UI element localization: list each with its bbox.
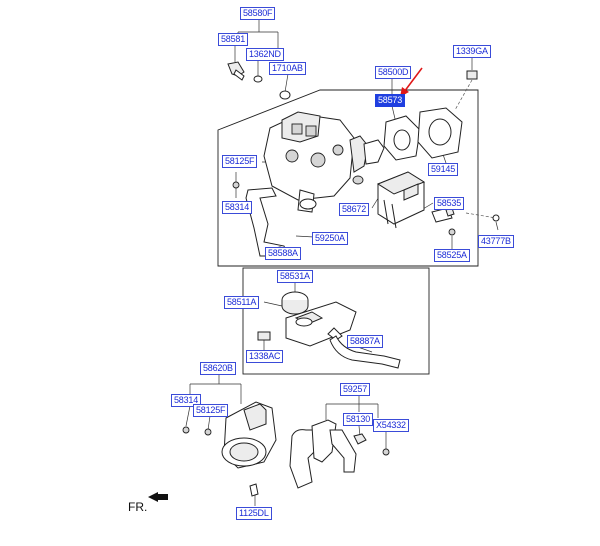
bolt-58581 xyxy=(227,61,245,81)
callout-58581[interactable]: 58581 xyxy=(218,33,249,46)
reservoir-cap-58531A xyxy=(281,291,309,315)
callout-58573-selected[interactable]: 58573 xyxy=(375,94,406,107)
clip-1338AC xyxy=(257,331,271,341)
callout-X54332[interactable]: X54332 xyxy=(373,419,409,432)
callout-58580F[interactable]: 58580F xyxy=(240,7,276,20)
callout-58314-upper[interactable]: 58314 xyxy=(222,201,253,214)
sensor-58535 xyxy=(431,207,456,236)
gasket-58573 xyxy=(383,115,421,161)
front-direction-arrow-icon xyxy=(148,492,168,502)
callout-59145[interactable]: 59145 xyxy=(428,163,459,176)
callout-58672[interactable]: 58672 xyxy=(339,203,370,216)
callout-58535[interactable]: 58535 xyxy=(434,197,465,210)
callout-1125DL[interactable]: 1125DL xyxy=(236,507,272,520)
callout-58588A[interactable]: 58588A xyxy=(265,247,301,260)
callout-1710AB[interactable]: 1710AB xyxy=(269,62,306,75)
callout-58887A[interactable]: 58887A xyxy=(347,335,383,348)
reservoir-assembly-frame xyxy=(242,267,430,375)
o-ring-1710AB xyxy=(279,90,291,100)
callout-58531A[interactable]: 58531A xyxy=(277,270,313,283)
brake-booster-58500D xyxy=(263,111,385,213)
brake-lines-59257 xyxy=(289,419,390,489)
nut-1339GA xyxy=(466,70,478,80)
reservoir-hose-58887A xyxy=(329,335,401,369)
callout-58511A[interactable]: 58511A xyxy=(224,296,260,309)
gasket-59145 xyxy=(417,107,463,159)
callout-58525A[interactable]: 58525A xyxy=(434,249,470,262)
control-module-58672 xyxy=(376,171,426,229)
bracket-58314 xyxy=(232,181,289,257)
callout-59250A[interactable]: 59250A xyxy=(312,232,348,245)
callout-58314-lower[interactable]: 58314 xyxy=(171,394,202,407)
callout-58130[interactable]: 58130 xyxy=(343,413,374,426)
callout-58125F-upper[interactable]: 58125F xyxy=(222,155,258,168)
callout-58125F-lower[interactable]: 58125F xyxy=(193,404,229,417)
washer-1362ND xyxy=(253,75,263,83)
callout-1338AC[interactable]: 1338AC xyxy=(246,350,284,363)
brake-booster-assembly-frame xyxy=(217,89,479,267)
callout-43777B[interactable]: 43777B xyxy=(478,235,514,248)
callout-1362ND[interactable]: 1362ND xyxy=(246,48,284,61)
callout-58620B[interactable]: 58620B xyxy=(200,362,236,375)
pump-assembly-58620B xyxy=(182,401,277,497)
callout-1339GA[interactable]: 1339GA xyxy=(453,45,491,58)
clip-43777B xyxy=(492,214,500,222)
front-direction-label: FR. xyxy=(128,500,148,514)
callout-59257[interactable]: 59257 xyxy=(340,383,371,396)
callout-58500D[interactable]: 58500D xyxy=(375,66,412,79)
